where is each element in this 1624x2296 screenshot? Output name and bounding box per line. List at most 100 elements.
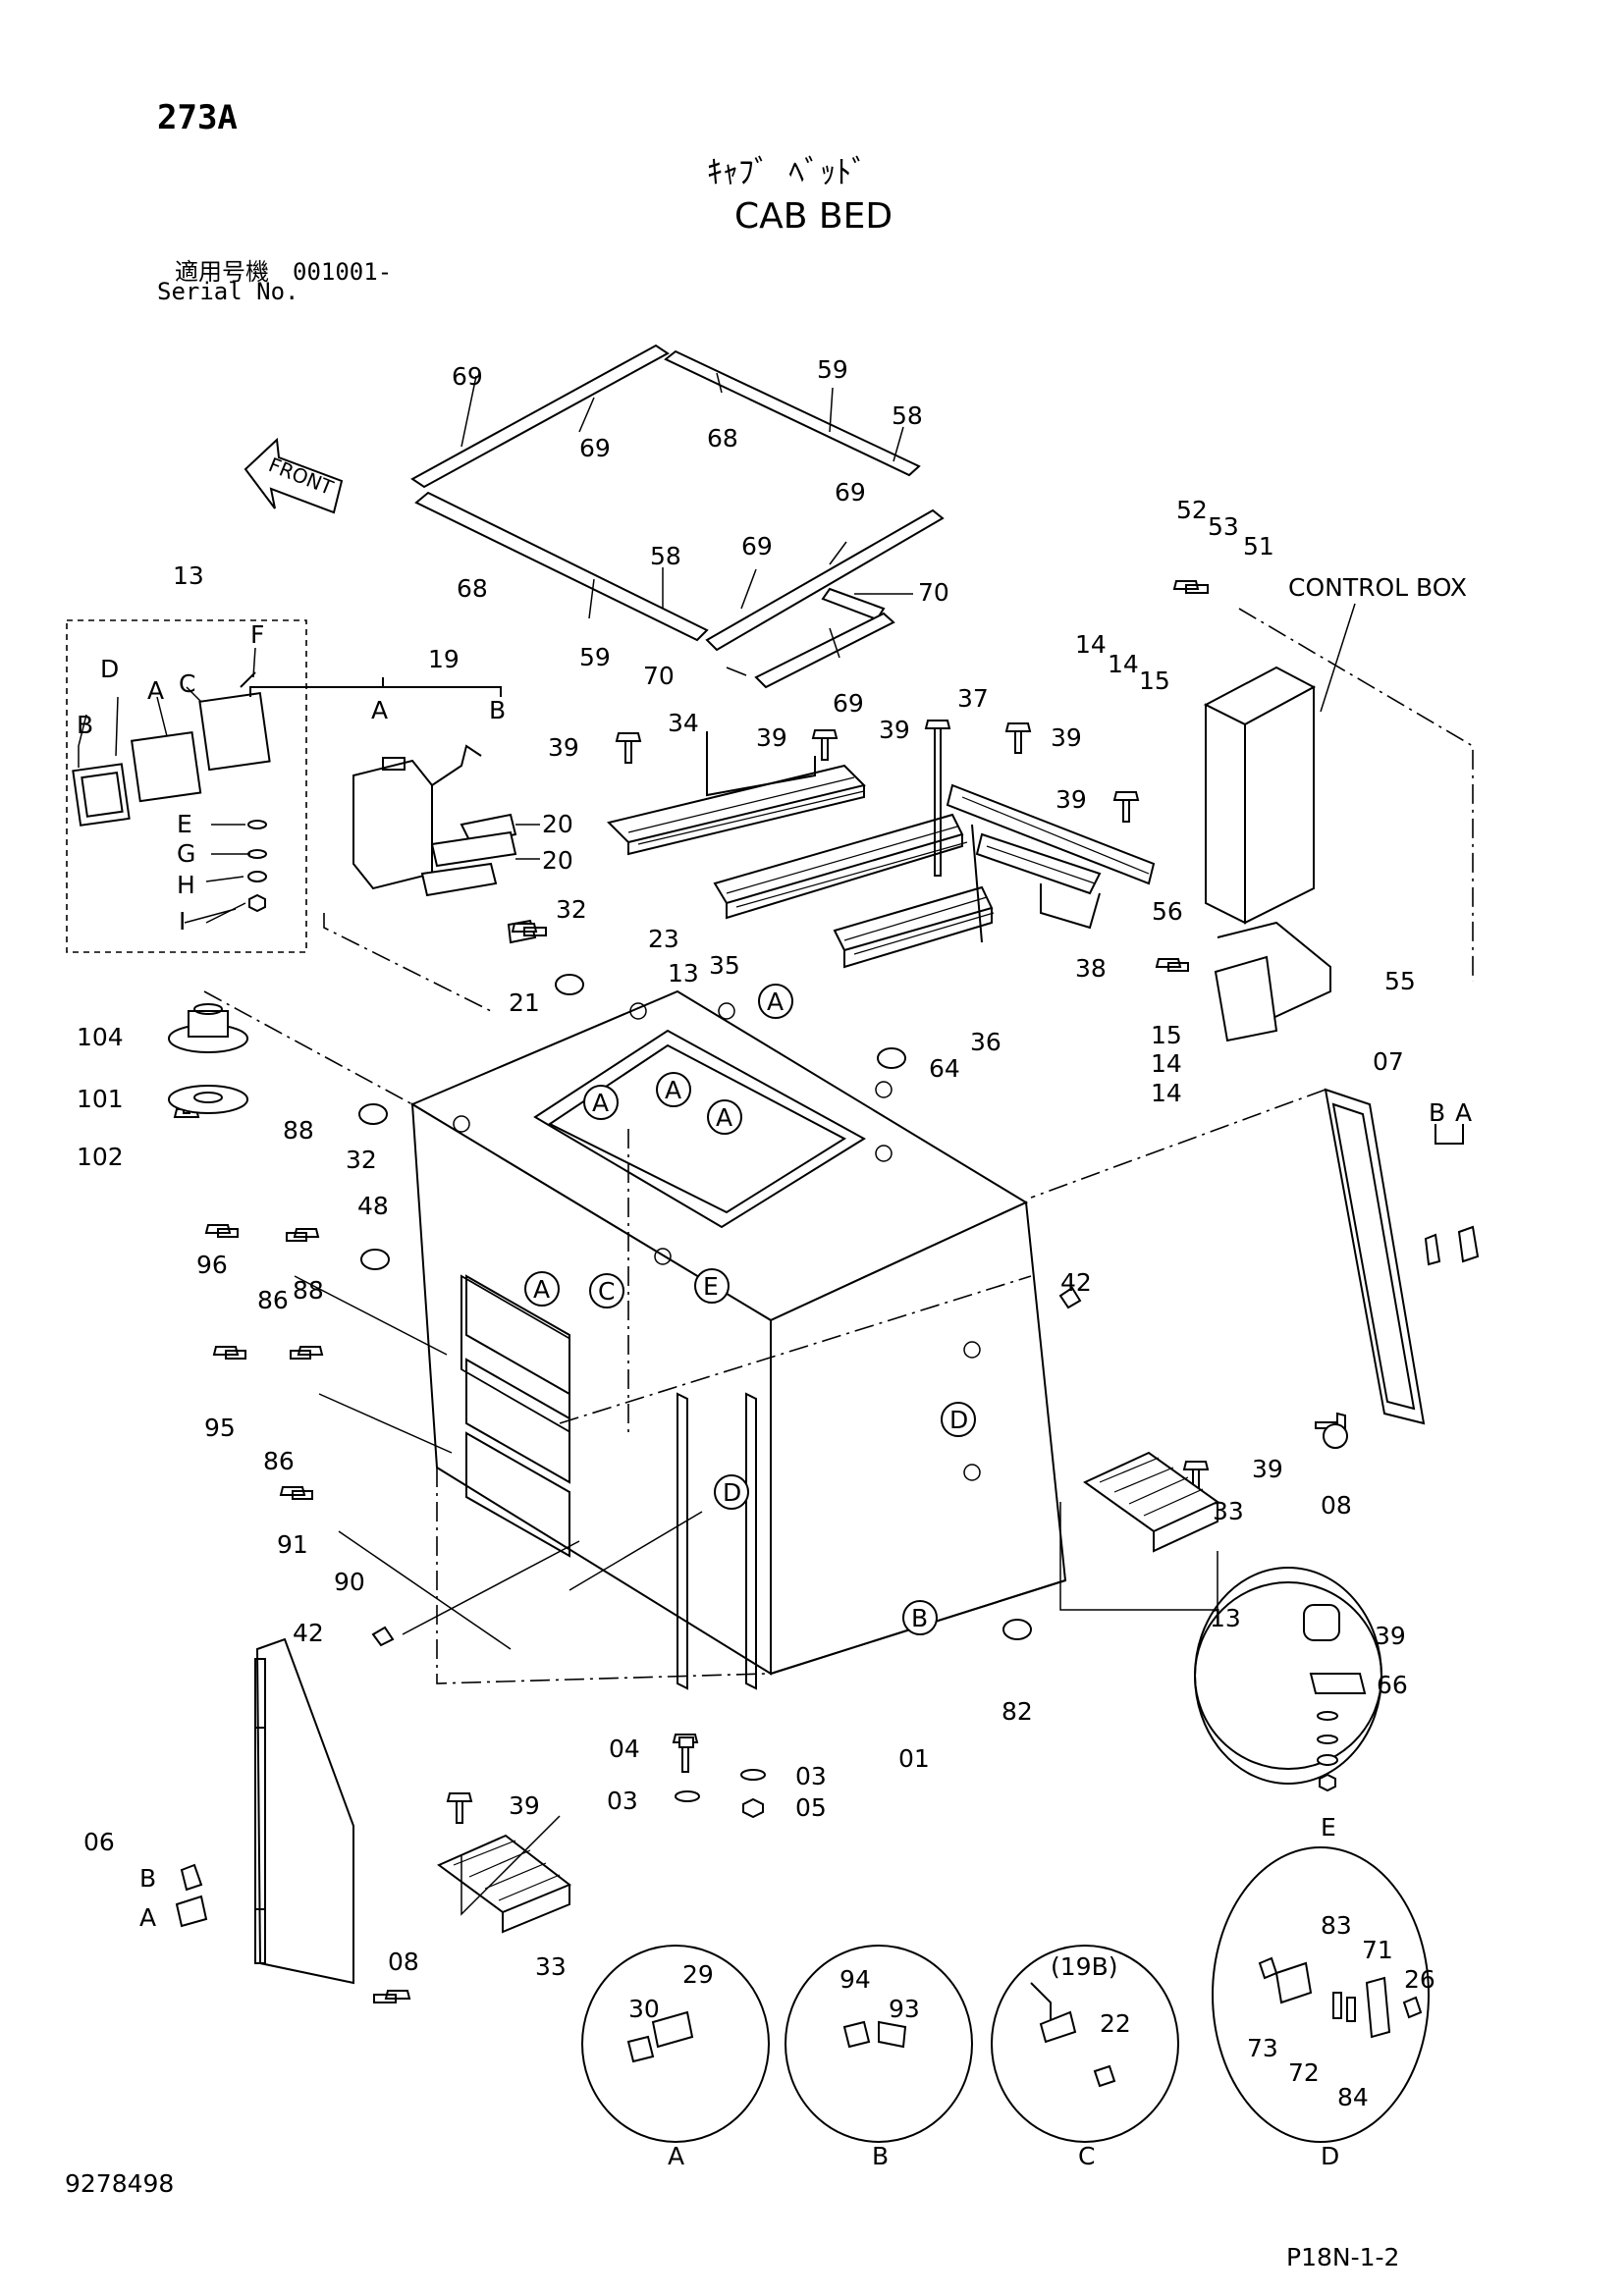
callout: 51 [1243, 532, 1274, 561]
serial-label-japanese: 適用号機 001001- [175, 258, 393, 286]
callout: 30 [628, 1995, 660, 2023]
callout: 06 [83, 1828, 115, 1856]
control-box [1203, 603, 1474, 1042]
callout: 13 [668, 959, 699, 988]
callout: B [139, 1864, 156, 1893]
callout: 59 [579, 643, 611, 671]
callout: B [77, 711, 93, 739]
cab-bed-frame [409, 989, 1067, 1690]
callout: 14 [1075, 630, 1107, 659]
callout: 48 [357, 1192, 389, 1220]
callout: 69 [579, 434, 611, 462]
circled-references: A A A A A C E D D B [524, 984, 976, 1635]
callout: A [139, 1903, 156, 1932]
callout: 86 [263, 1447, 295, 1475]
callout: 72 [1288, 2058, 1320, 2087]
callout: 69 [835, 478, 866, 507]
callout: 69 [833, 689, 864, 718]
callout: 04 [609, 1735, 640, 1763]
ref-letter: A [533, 1275, 550, 1304]
callout: 38 [1075, 954, 1107, 983]
callout: G [177, 839, 195, 868]
callout: 22 [1100, 2009, 1131, 2038]
serial-label-english: Serial No. [157, 278, 299, 305]
callout: 104 [77, 1023, 124, 1051]
callout: 71 [1362, 1936, 1393, 1964]
detail-circle-A [581, 1945, 770, 2143]
callout: 84 [1337, 2083, 1369, 2111]
title-japanese: ｷｬﾌﾞ ﾍﾞｯﾄﾞ [707, 153, 868, 190]
ref-letter: B [911, 1604, 928, 1632]
document-number: 9278498 [65, 2169, 175, 2198]
ref-letter: A [767, 988, 784, 1016]
callout: 03 [607, 1787, 638, 1815]
callout: B [489, 696, 506, 724]
ref-letter: A [592, 1089, 609, 1117]
callout: 68 [707, 424, 738, 453]
callout: B [872, 2142, 889, 2170]
callout: 64 [929, 1054, 960, 1083]
callout: C [179, 669, 195, 698]
callout: 70 [918, 578, 949, 607]
callout: 42 [1060, 1268, 1092, 1297]
callout: A [668, 2142, 684, 2170]
callout: A [371, 696, 388, 724]
front-arrow: FRONT [244, 437, 344, 514]
floor-plates [607, 731, 1156, 969]
page-reference: P18N-1-2 [1286, 2243, 1400, 2271]
callout: 32 [346, 1146, 377, 1174]
page-code: 273A [157, 98, 238, 137]
callout: 19 [428, 645, 460, 673]
callout: H [177, 871, 195, 899]
detail-circle-C [991, 1945, 1179, 2143]
callout: 102 [77, 1143, 124, 1171]
callout: 39 [1056, 785, 1087, 814]
leader-lines [203, 913, 1218, 1916]
ref-letter: A [665, 1076, 681, 1104]
callout: 03 [795, 1762, 827, 1790]
callout: 33 [535, 1952, 567, 1981]
callout: 35 [709, 951, 740, 980]
callout: 52 [1176, 496, 1208, 524]
callout: 14 [1108, 650, 1139, 678]
frame-holes [453, 1002, 981, 1481]
callout: 55 [1384, 967, 1416, 995]
callout: 58 [892, 401, 923, 430]
callout: 68 [457, 574, 488, 603]
bolt-washers [371, 1286, 1082, 1819]
detail-circle-B [785, 1945, 973, 2143]
ref-letter: D [723, 1478, 741, 1507]
callout: 20 [542, 810, 573, 838]
callout: 39 [1252, 1455, 1283, 1483]
work-light-detail-box [66, 619, 307, 953]
callout: 26 [1404, 1965, 1435, 1994]
ref-letter: E [703, 1272, 719, 1301]
title-english: CAB BED [734, 196, 893, 237]
callout: 08 [388, 1948, 419, 1976]
left-door [175, 1637, 354, 1985]
callout: 73 [1247, 2034, 1278, 2062]
callout: 37 [957, 684, 989, 713]
detail-circle-D [1212, 1846, 1430, 2143]
callout: E [1321, 1813, 1336, 1842]
callout: 39 [1375, 1622, 1406, 1650]
detail-c-note: (19B) [1051, 1952, 1117, 1981]
cab-mounts [168, 974, 1032, 1640]
callout: 53 [1208, 512, 1239, 541]
callout: E [177, 810, 192, 838]
callout: 69 [741, 532, 773, 561]
callout: 90 [334, 1568, 365, 1596]
ref-letter: A [716, 1103, 732, 1132]
callout: 96 [196, 1251, 228, 1279]
seal-strips [410, 344, 945, 689]
callout: 20 [542, 846, 573, 875]
callout: 15 [1151, 1021, 1182, 1049]
ref-letter: C [598, 1277, 615, 1306]
callout: 32 [556, 895, 587, 924]
callout: 13 [173, 561, 204, 590]
detail-circle-E [1194, 1567, 1382, 1792]
callout: 88 [293, 1276, 324, 1305]
callout: 29 [682, 1960, 714, 1989]
callout: F [250, 620, 264, 649]
callout: 39 [509, 1791, 540, 1820]
